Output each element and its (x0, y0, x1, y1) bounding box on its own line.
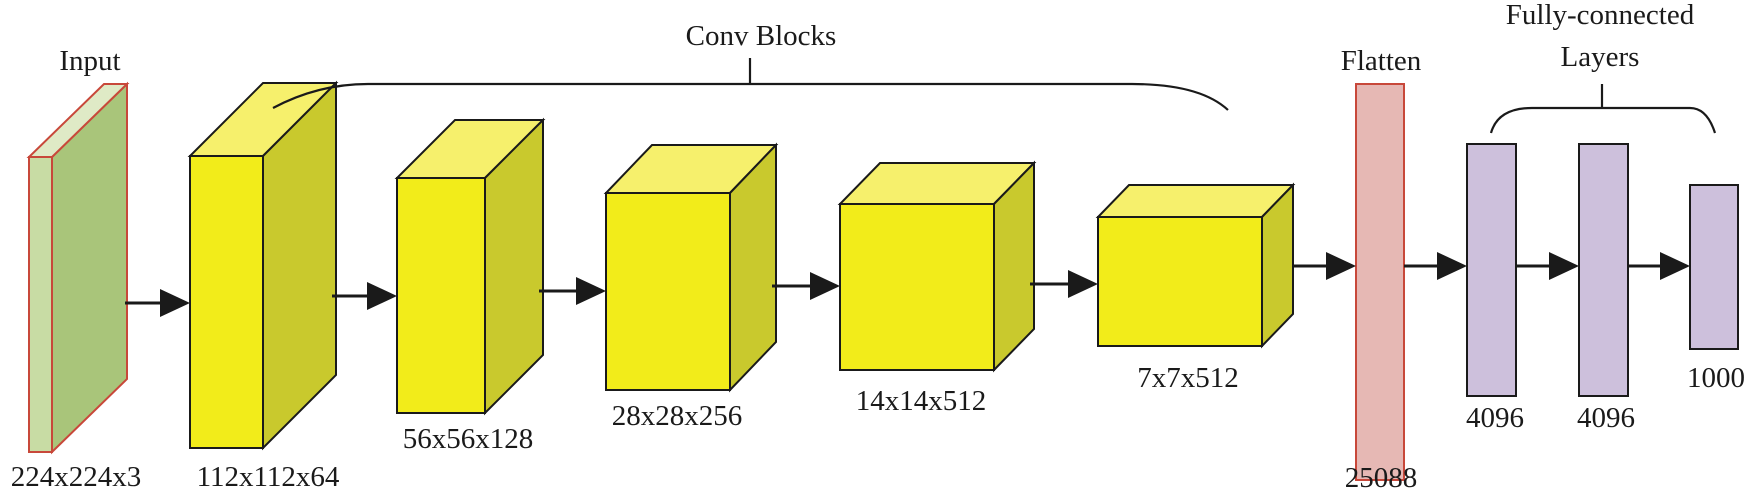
arrow-fc2-to-fc3 (1628, 252, 1690, 280)
arrow-flatten-to-fc1 (1404, 252, 1467, 280)
arrow-conv3-to-conv4 (772, 272, 840, 300)
fc-layer-3 (1689, 184, 1739, 350)
conv-block-3-front (605, 192, 731, 391)
flatten-layer (1355, 83, 1405, 481)
input-dim-label: 224x224x3 (11, 461, 142, 491)
flatten-dim-label: 25088 (1345, 462, 1418, 491)
fc-layers-label-line1: Fully-connected (1506, 0, 1695, 31)
conv-blocks-brace (272, 58, 1229, 111)
flatten-label: Flatten (1341, 45, 1422, 77)
conv-block-1 (187, 80, 339, 451)
conv3-dim-label: 28x28x256 (612, 400, 743, 432)
arrows (125, 252, 1690, 317)
conv-block-5 (1095, 182, 1296, 349)
fc-layer-1 (1466, 143, 1517, 397)
arrow-conv4-to-conv5 (1030, 270, 1098, 298)
arrow-conv2-to-conv3 (539, 277, 606, 305)
conv-block-1-front (189, 155, 264, 449)
conv-block-3 (603, 142, 779, 393)
conv-blocks-label: Conv Blocks (686, 20, 837, 52)
input-label: Input (59, 45, 120, 77)
arrow-input-to-conv1 (125, 289, 190, 317)
conv2-dim-label: 56x56x128 (403, 423, 534, 455)
fc-layers-brace (1489, 84, 1717, 134)
fc1-dim-label: 4096 (1466, 402, 1524, 434)
fc2-dim-label: 4096 (1577, 402, 1635, 434)
conv4-dim-label: 14x14x512 (856, 385, 987, 417)
conv-block-5-front (1097, 216, 1263, 347)
input-layer (26, 81, 130, 455)
arrow-fc1-to-fc2 (1516, 252, 1579, 280)
fc-layer-2 (1578, 143, 1629, 397)
fc-layers-label-line2: Layers (1561, 41, 1640, 73)
input-slab-front (28, 156, 53, 453)
fc3-dim-label: 1000 (1687, 362, 1745, 394)
conv-block-4-front (839, 203, 995, 371)
conv-block-5-top (1095, 184, 1296, 218)
conv-block-4 (837, 160, 1037, 373)
conv-block-2-front (396, 177, 486, 414)
arrow-conv1-to-conv2 (332, 282, 397, 310)
conv5-dim-label: 7x7x512 (1137, 362, 1239, 394)
conv-block-2 (394, 117, 546, 416)
conv1-dim-label: 112x112x64 (197, 461, 340, 491)
arrow-conv5-to-flatten (1293, 252, 1356, 280)
